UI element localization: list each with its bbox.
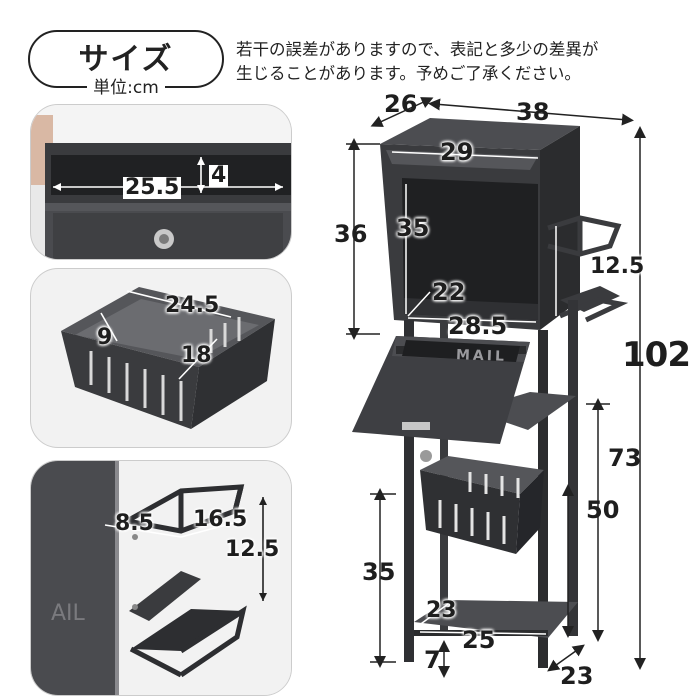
note-line-1: 若干の誤差がありますので、表記と多少の差異が — [236, 40, 599, 59]
note-line-2: 生じることがあります。予めご了承ください。 — [236, 64, 581, 83]
holder-illustration — [31, 461, 291, 695]
dim-inner-width: 28.5 — [448, 312, 508, 340]
detail-panel-holder: 8.5 16.5 12.5 AIL — [30, 460, 292, 696]
unit-label: 単位:cm — [87, 78, 165, 98]
unit-label-wrap: 単位:cm — [30, 73, 222, 98]
dim-inner-depth: 22 — [432, 278, 466, 306]
holder-width-b-label: 16.5 — [193, 507, 248, 532]
slot-illustration — [31, 105, 291, 259]
dim-inner-height: 35 — [396, 214, 430, 242]
detail-panel-basket: 24.5 9 18 — [30, 268, 292, 448]
page-title: サイズ — [78, 42, 174, 77]
basket-illustration — [61, 287, 275, 429]
slot-height-label: 4 — [209, 163, 229, 188]
disclaimer-note: 若干の誤差がありますので、表記と多少の差異が 生じることがあります。予めご了承く… — [236, 38, 696, 86]
dim-foot: 7 — [424, 646, 441, 674]
dim-base-depth: 23 — [560, 662, 594, 690]
dim-side-height: 73 — [608, 444, 642, 472]
basket-width-label: 18 — [181, 343, 212, 368]
dim-holder-height: 12.5 — [590, 254, 645, 279]
dim-total-height: 102 — [622, 335, 691, 375]
dim-width-top: 38 — [516, 98, 550, 126]
basket-height-label: 9 — [97, 325, 113, 350]
title-pill: サイズ 単位:cm — [28, 30, 224, 98]
dim-slot-width: 29 — [440, 138, 474, 166]
dim-shelf-height: 50 — [586, 496, 620, 524]
detail-panel-slot: 25.5 4 — [30, 104, 292, 260]
flap-mail-text: MAIL — [455, 347, 508, 365]
holder-mail-text: AIL — [51, 601, 85, 626]
holder-width-a-label: 8.5 — [115, 511, 154, 536]
dim-shelf-depth: 23 — [426, 598, 457, 623]
dim-shelf-width: 25 — [462, 626, 496, 654]
dim-depth-top: 26 — [384, 90, 418, 118]
slot-width-label: 25.5 — [123, 175, 182, 200]
basket-length-label: 24.5 — [165, 293, 220, 318]
holder-height-label: 12.5 — [225, 537, 280, 562]
dim-box-height: 36 — [334, 220, 368, 248]
dim-bottom-height: 35 — [362, 558, 396, 586]
